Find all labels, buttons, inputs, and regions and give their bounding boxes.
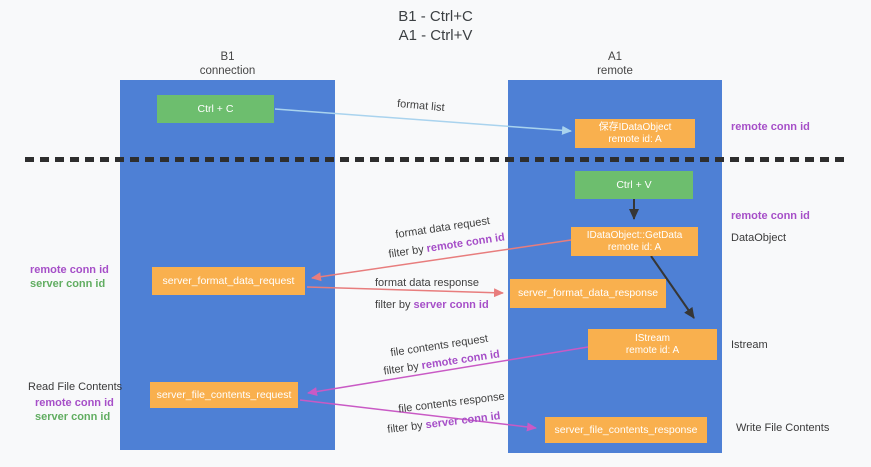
annotation-dataobject: DataObject [731, 232, 787, 244]
filter-key-server-conn-id: server conn id [424, 410, 502, 432]
node-server-format-data-request: server_format_data_request [152, 267, 305, 295]
node-save-idataobject-line1: 保存IDataObject [598, 121, 672, 133]
annotation-remote-conn-id: remote conn id [30, 264, 109, 276]
diagram-title-line1: B1 - Ctrl+C [398, 8, 473, 25]
annotation-istream: Istream [731, 339, 768, 351]
node-server-format-data-response: server_format_data_response [510, 279, 666, 308]
node-istream-line1: IStream [634, 332, 670, 344]
node-save-idataobject-line2: remote id: A [608, 133, 662, 145]
node-ctrl-v-label: Ctrl + V [616, 178, 652, 191]
filter-prefix: filter by [382, 360, 423, 378]
node-server-format-data-request-label: server_format_data_request [162, 274, 295, 287]
annotation-write-file-contents: Write File Contents [736, 422, 830, 434]
phase-separator-dashed-line [25, 157, 845, 162]
node-idataobject-getdata-line2: remote id: A [607, 241, 662, 253]
filter-key-remote-conn-id: remote conn id [425, 231, 506, 255]
lane-a1-role: remote [597, 65, 633, 77]
node-idataobject-getdata-line1: IDataObject::GetData [586, 229, 683, 241]
node-server-file-contents-response-label: server_file_contents_response [554, 423, 698, 436]
annotation-read-file-contents: Read File Contents [28, 381, 123, 393]
annotation-remote-conn-id: remote conn id [731, 121, 810, 133]
node-ctrl-c: Ctrl + C [157, 95, 274, 123]
node-save-idataobject: 保存IDataObject remote id: A [575, 119, 695, 148]
diagram-title-line2: A1 - Ctrl+V [398, 27, 473, 44]
annotation-remote-conn-id: remote conn id [731, 210, 810, 222]
node-server-file-contents-response: server_file_contents_response [545, 417, 707, 443]
node-server-format-data-response-label: server_format_data_response [517, 287, 659, 299]
node-istream: IStream remote id: A [588, 329, 717, 360]
edge-label-format-list: format list [396, 97, 446, 115]
lane-b1-name: B1 [220, 51, 235, 63]
edge-label-format-data-response-filter: filter by server conn id [375, 299, 489, 311]
filter-prefix: filter by [375, 299, 414, 311]
node-ctrl-v: Ctrl + V [575, 171, 693, 199]
node-server-file-contents-request: server_file_contents_request [150, 382, 298, 408]
filter-prefix: filter by [386, 419, 427, 436]
annotation-remote-conn-id: remote conn id [35, 397, 114, 409]
edge-label-format-data-response: format data response [375, 277, 479, 289]
filter-prefix: filter by [387, 243, 428, 261]
annotation-server-conn-id: server conn id [35, 411, 111, 423]
node-ctrl-c-label: Ctrl + C [197, 102, 234, 115]
filter-key-server-conn-id: server conn id [413, 299, 489, 311]
lane-a1-name: A1 [607, 51, 623, 63]
lane-header-b1: B1 connection [120, 50, 335, 78]
node-istream-line2: remote id: A [625, 344, 680, 356]
node-idataobject-getdata: IDataObject::GetData remote id: A [571, 227, 698, 256]
diagram-title: B1 - Ctrl+C A1 - Ctrl+V [0, 7, 871, 45]
annotation-server-conn-id: server conn id [30, 278, 106, 290]
lane-b1-role: connection [199, 65, 256, 77]
lane-header-a1: A1 remote [508, 50, 722, 78]
node-server-file-contents-request-label: server_file_contents_request [156, 388, 292, 401]
